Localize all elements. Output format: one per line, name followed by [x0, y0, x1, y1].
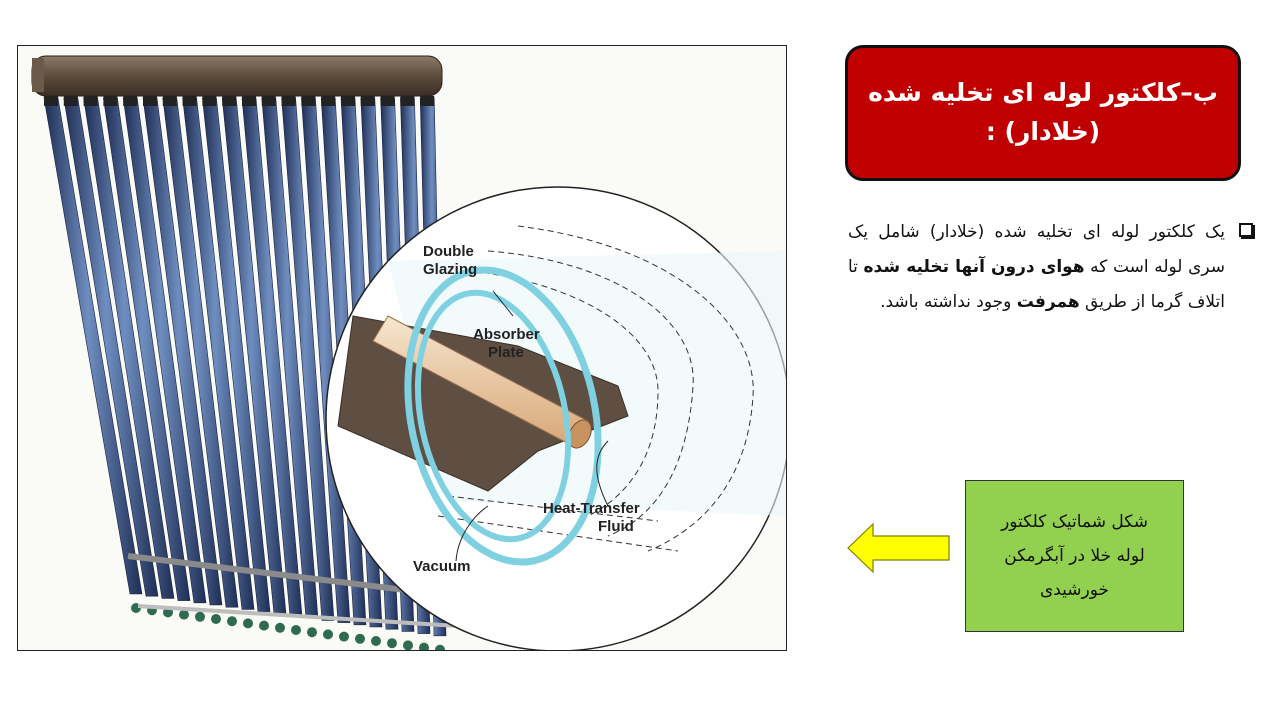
- tube-top-socket: [63, 96, 78, 106]
- tube-top-socket: [202, 96, 217, 106]
- caption-line-3: خورشیدی: [1039, 580, 1110, 600]
- label-double-glazing-1: Double: [423, 243, 474, 260]
- collector-header: [31, 55, 443, 97]
- tube-end-cap: [307, 627, 317, 638]
- tube-end-cap: [371, 636, 381, 646]
- solar-collector-figure: Double Glazing Absorber Plate Heat-Trans…: [17, 45, 787, 651]
- tube-end-cap: [291, 625, 301, 635]
- label-heat-transfer-2: Fluid: [598, 518, 634, 535]
- label-absorber-plate-1: Absorber: [473, 326, 540, 343]
- bullet-paragraph: یک کلکتور لوله ای تخلیه شده (خلادار) شام…: [848, 215, 1253, 320]
- bullet-text-part-1: یک کلکتور لوله ای تخلیه شده (خلادار) شام…: [848, 222, 1226, 277]
- tube-top-socket: [400, 96, 415, 106]
- label-double-glazing-2: Glazing: [423, 261, 477, 278]
- tube-end-cap: [403, 640, 413, 650]
- tube-end-cap: [323, 629, 333, 640]
- tube-top-socket: [360, 96, 375, 106]
- tube-top-socket: [143, 96, 157, 106]
- tube-end-cap: [355, 633, 365, 644]
- tube-end-cap: [339, 631, 349, 642]
- tube-end-cap: [259, 620, 269, 631]
- tube-top-socket: [83, 96, 98, 106]
- tube-end-cap: [227, 616, 237, 627]
- label-vacuum: Vacuum: [413, 558, 471, 575]
- tube-end-cap: [211, 614, 221, 624]
- tube-top-socket: [162, 96, 177, 106]
- tube-end-cap: [179, 609, 189, 620]
- bottom-support-rail: [127, 553, 459, 628]
- slide-title-line-1: ب–کلکتور لوله ای تخلیه شده: [868, 78, 1218, 108]
- tube-top-socket: [103, 96, 118, 106]
- tube-end-cap: [195, 611, 205, 622]
- tube-top-socket: [321, 96, 336, 106]
- figure-caption-box: شکل شماتیک کلکتور لوله خلا در آبگرمکن خو…: [965, 480, 1184, 632]
- caption-line-1: شکل شماتیک کلکتور: [1001, 512, 1148, 532]
- tube-top-socket: [420, 96, 435, 106]
- tube-top-socket: [222, 96, 237, 106]
- tube-top-socket: [182, 96, 197, 106]
- magnified-detail-circle: [325, 186, 786, 650]
- slide-title-box: ب–کلکتور لوله ای تخلیه شده (خلادار) :: [845, 45, 1241, 181]
- tube-top-socket: [301, 96, 316, 106]
- tube-end-cap: [435, 644, 445, 650]
- bullet-text: یک کلکتور لوله ای تخلیه شده (خلادار) شام…: [848, 215, 1225, 320]
- tube-end-cap: [387, 638, 397, 649]
- bullet-text-part-3: وجود نداشته باشد.: [880, 292, 1017, 312]
- tube-top-socket: [281, 96, 296, 106]
- slide-title-line-2: (خلادار) :: [985, 117, 1101, 146]
- tube-top-socket: [242, 96, 256, 106]
- tube-end-cap: [243, 618, 253, 629]
- tube-top-socket: [123, 96, 138, 106]
- tube-end-cap: [275, 622, 285, 633]
- bullet-bold-evacuated-air: هوای درون آنها تخلیه شده: [863, 257, 1085, 277]
- bullet-text-part-2: تا اتلاف گرما از طریق: [848, 257, 1225, 312]
- tube-top-socket: [44, 96, 58, 106]
- bullet-bold-convection: همرفت: [1016, 292, 1080, 312]
- tube-top-socket: [341, 96, 355, 106]
- caption-line-2: لوله خلا در آبگرمکن: [1004, 546, 1145, 566]
- label-heat-transfer-1: Heat-Transfer: [543, 500, 640, 517]
- tube-top-socket: [261, 96, 276, 106]
- left-arrow-icon: [847, 522, 950, 574]
- checkbox-square-icon: [1239, 223, 1253, 237]
- tube-top-socket: [380, 96, 395, 106]
- tube-end-cap: [419, 642, 429, 650]
- label-absorber-plate-2: Plate: [488, 344, 524, 361]
